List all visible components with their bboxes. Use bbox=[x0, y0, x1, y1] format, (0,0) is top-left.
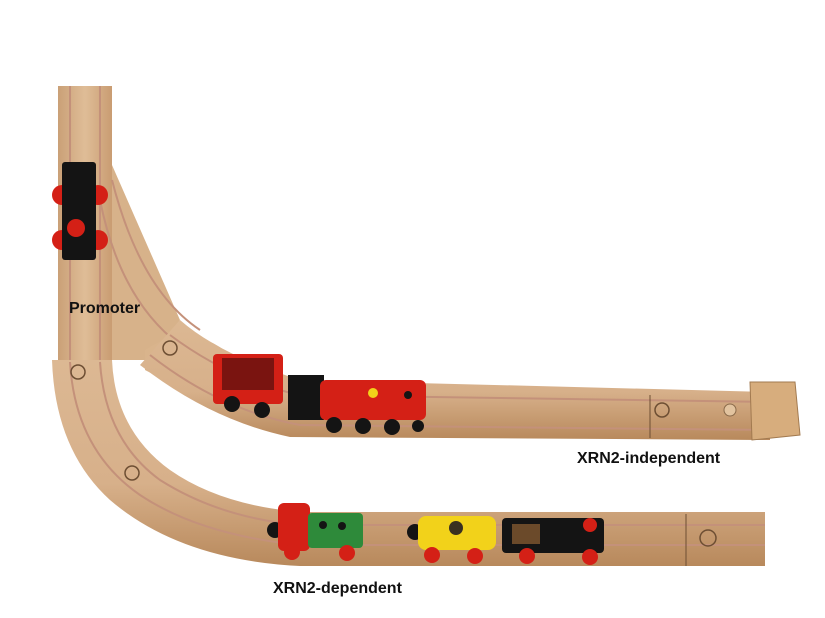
label-promoter: Promoter bbox=[69, 300, 141, 317]
train-upper bbox=[213, 354, 426, 435]
track-switch bbox=[99, 165, 201, 360]
train-lower bbox=[267, 503, 604, 565]
track-lower bbox=[52, 360, 765, 566]
label-xrn2-independent: XRN2-independent bbox=[577, 450, 721, 467]
train-promoter bbox=[52, 162, 108, 260]
label-xrn2-dependent: XRN2-dependent bbox=[273, 580, 402, 597]
end-buffer bbox=[749, 381, 801, 441]
